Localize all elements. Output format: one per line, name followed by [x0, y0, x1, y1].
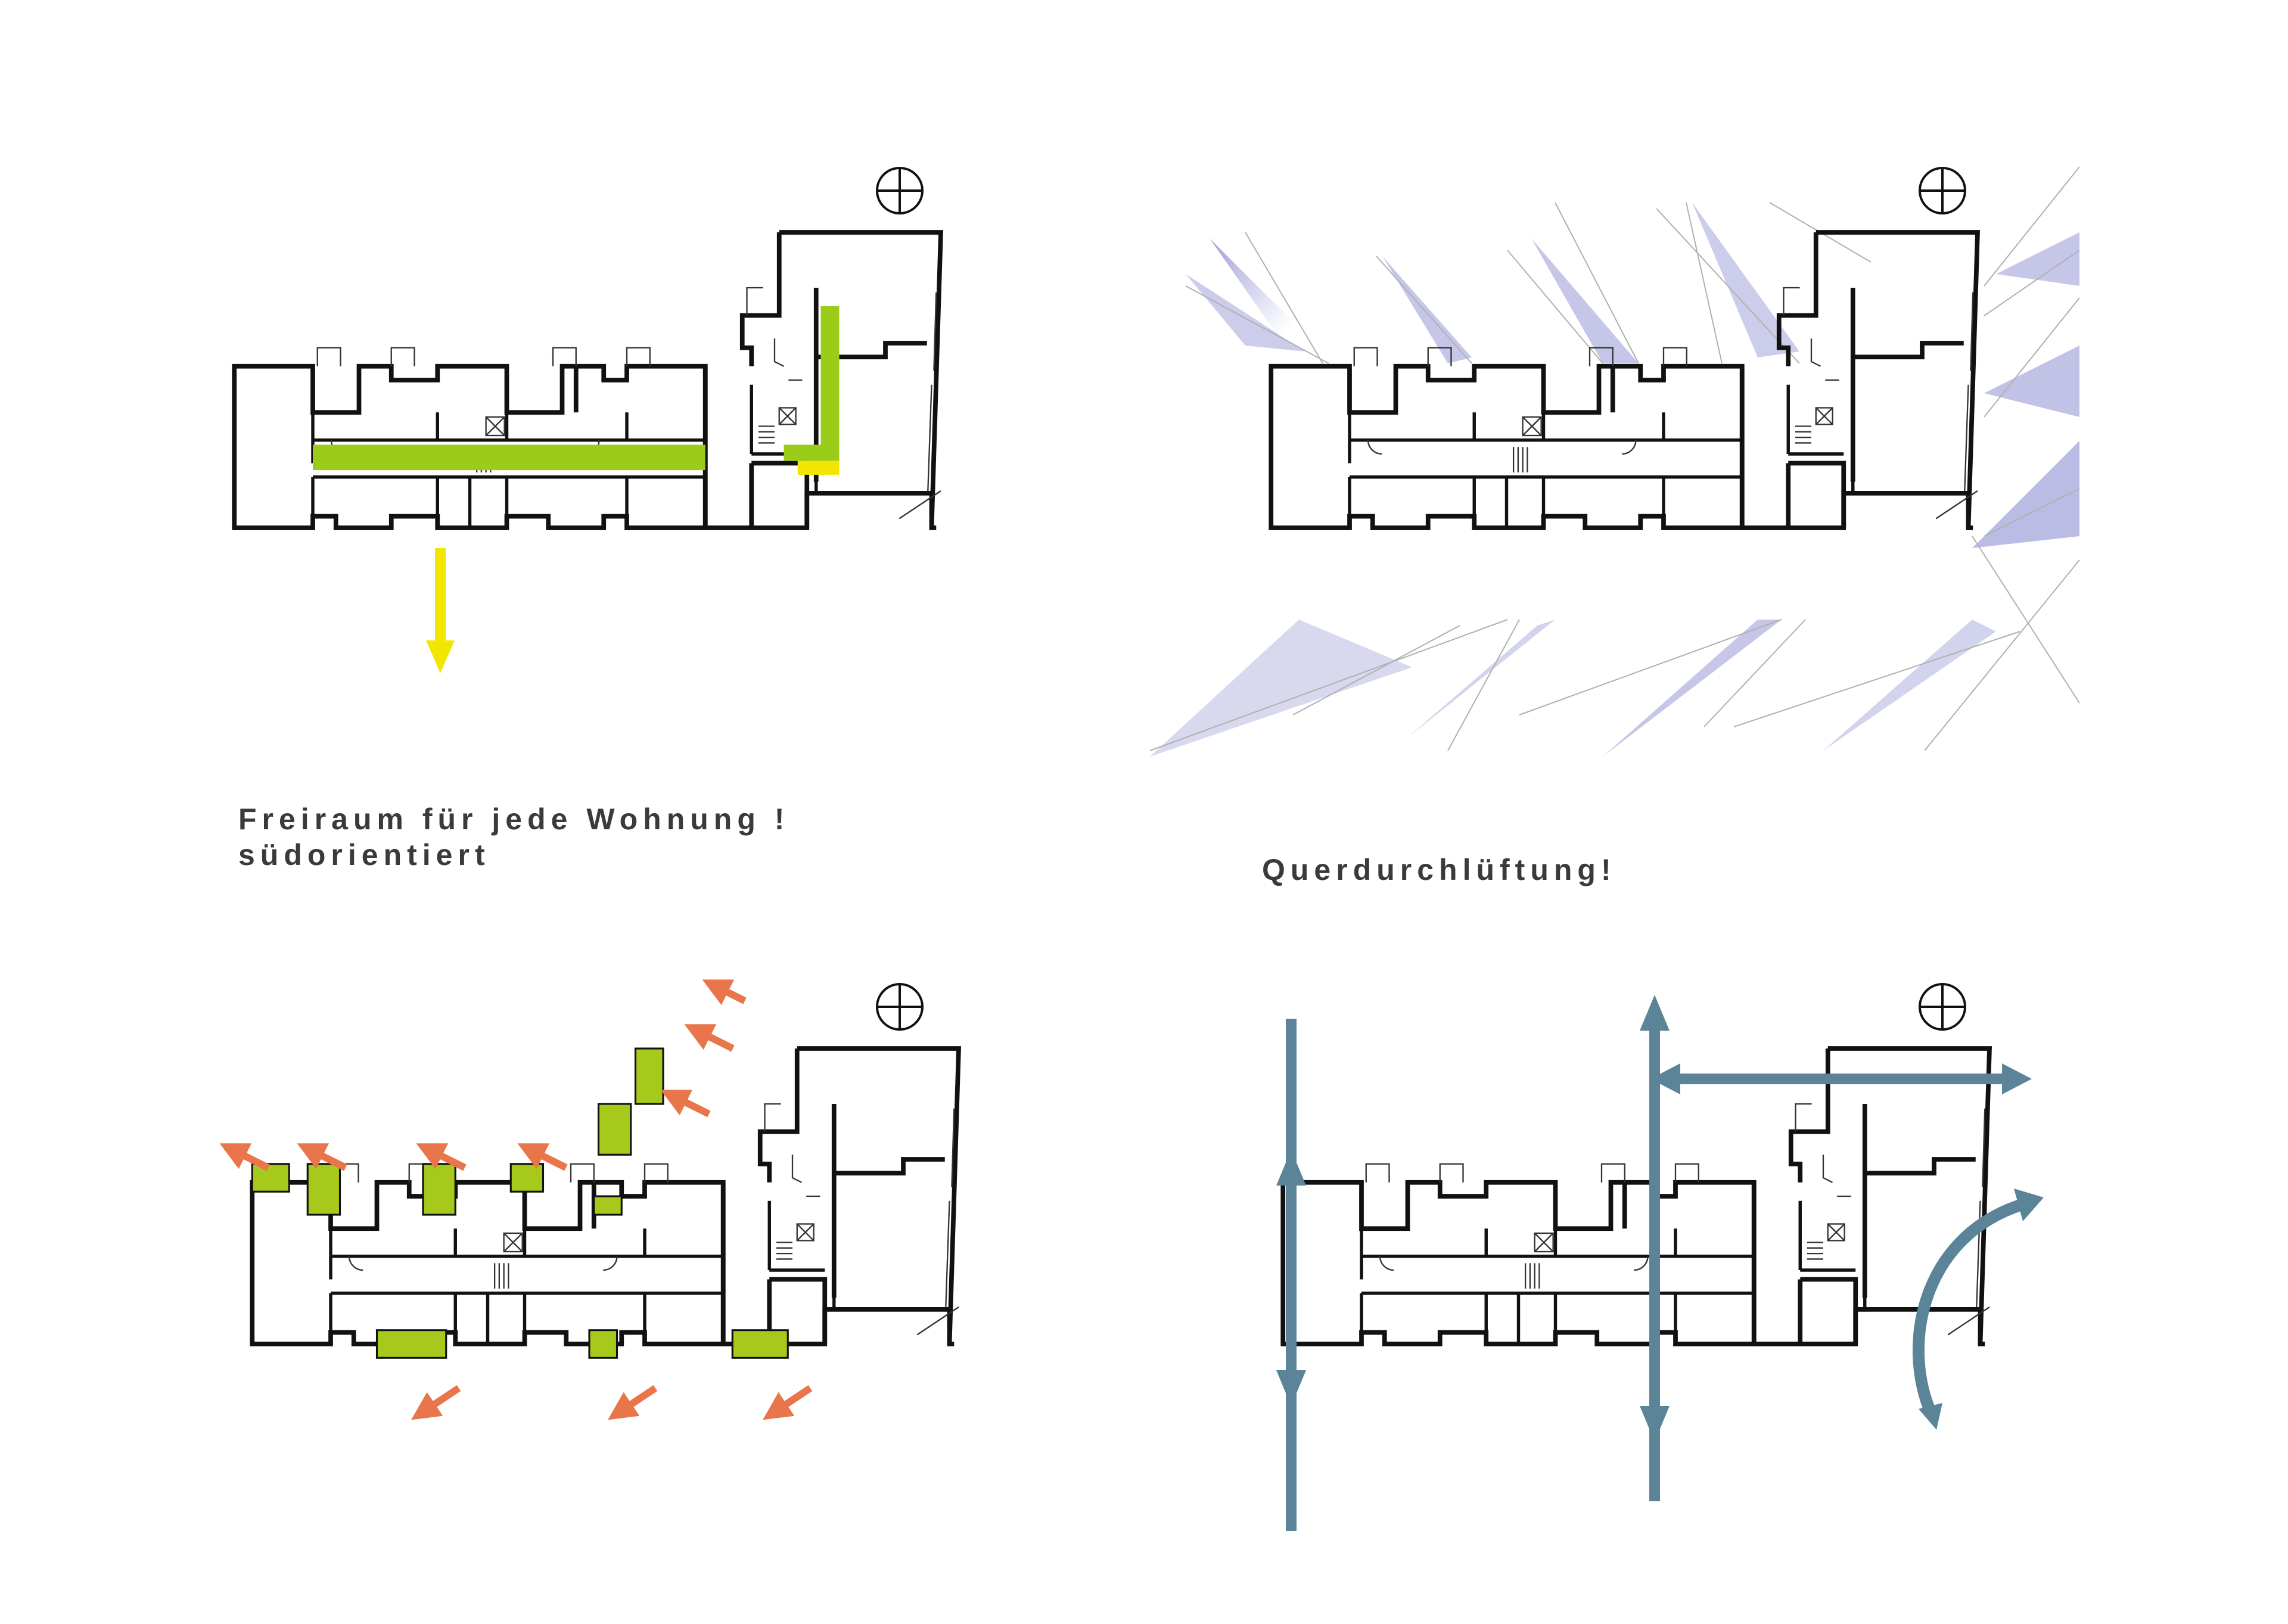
caption-freiraum-line1: Freiraum für jede Wohnung !: [238, 802, 790, 836]
airflow-arrows: [1276, 995, 2044, 1531]
north-compass-icon: [1919, 983, 1966, 1031]
caption-querdurchlueftung: Querdurchlüftung!: [1262, 852, 1616, 888]
panel-access: [197, 167, 971, 691]
caption-querdurchlueftung-line1: Querdurchlüftung!: [1262, 853, 1616, 886]
entry-yellow: [797, 461, 840, 475]
daylight-fans: [1150, 203, 2079, 757]
balconies: [251, 1047, 789, 1359]
floor-plan-daylight: [1149, 166, 2080, 757]
arrow-icon: [426, 548, 455, 673]
floor-plan-outdoor: [219, 979, 971, 1420]
floor-plan-access: [197, 167, 971, 673]
panel-outdoor: [197, 979, 971, 1489]
floor-plan-ventilation: [1276, 983, 2044, 1531]
circulation-corridor: [313, 444, 705, 471]
panel-daylight: [1149, 166, 2080, 757]
north-compass-icon: [1919, 167, 1966, 214]
circulation-core-base: [784, 444, 840, 461]
panel-ventilation: [1150, 983, 2079, 1531]
caption-freiraum-line2: südorientiert: [238, 838, 490, 872]
north-compass-icon: [876, 167, 924, 214]
view-arrows: [219, 979, 813, 1420]
caption-freiraum: Freiraum für jede Wohnung ! südorientier…: [238, 801, 789, 873]
north-compass-icon: [876, 983, 924, 1031]
sightlines: [1149, 166, 2080, 751]
circulation-core: [820, 306, 840, 459]
